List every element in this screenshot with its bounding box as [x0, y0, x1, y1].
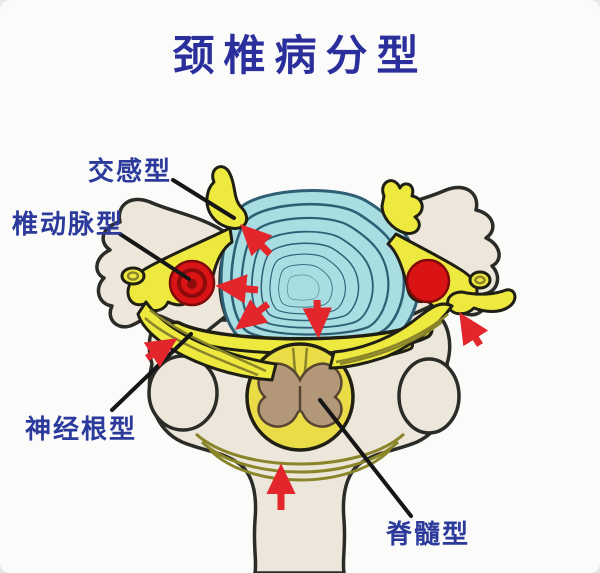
dural-arc — [208, 448, 392, 482]
label-spinal-cord-type: 脊髓型 — [386, 519, 471, 549]
left-sympathetic-ganglion — [205, 165, 249, 230]
right-artery-canal-opening — [468, 270, 492, 290]
left-artery-canal-opening — [120, 266, 146, 286]
right-nerve-root — [328, 302, 454, 370]
compression-arrow-right-nerve-root — [459, 312, 489, 347]
leader-lines — [110, 178, 413, 518]
label-sympathetic-type: 交感型 — [88, 156, 173, 186]
leader-nerve-root — [110, 332, 193, 412]
compression-arrow-to-cord — [302, 299, 332, 339]
compression-arrow-left-nerve-root — [143, 338, 178, 368]
label-nerve-root-type: 神经根型 — [25, 414, 138, 444]
compression-arrow-down-left — [235, 299, 271, 330]
right-facet-joint — [397, 357, 461, 435]
right-sympathetic-ganglion — [380, 179, 424, 235]
right-nerve-branches — [446, 288, 517, 316]
dural-arc — [200, 440, 400, 474]
leader-spinal-cord — [318, 398, 413, 518]
compression-arrow-to-artery — [215, 274, 259, 304]
label-vertebral-artery-type: 椎动脉型 — [12, 209, 125, 239]
compression-arrow-to-ganglion — [240, 224, 273, 257]
compression-arrows — [143, 224, 489, 510]
dural-arc — [194, 432, 406, 466]
right-vertebral-artery — [405, 258, 451, 304]
leader-vertebral-artery — [118, 232, 191, 281]
left-canal-lumen — [126, 271, 140, 281]
page-title: 颈椎病分型 — [172, 32, 428, 79]
leader-sympathetic — [171, 178, 236, 220]
right-canal-lumen — [474, 275, 486, 285]
